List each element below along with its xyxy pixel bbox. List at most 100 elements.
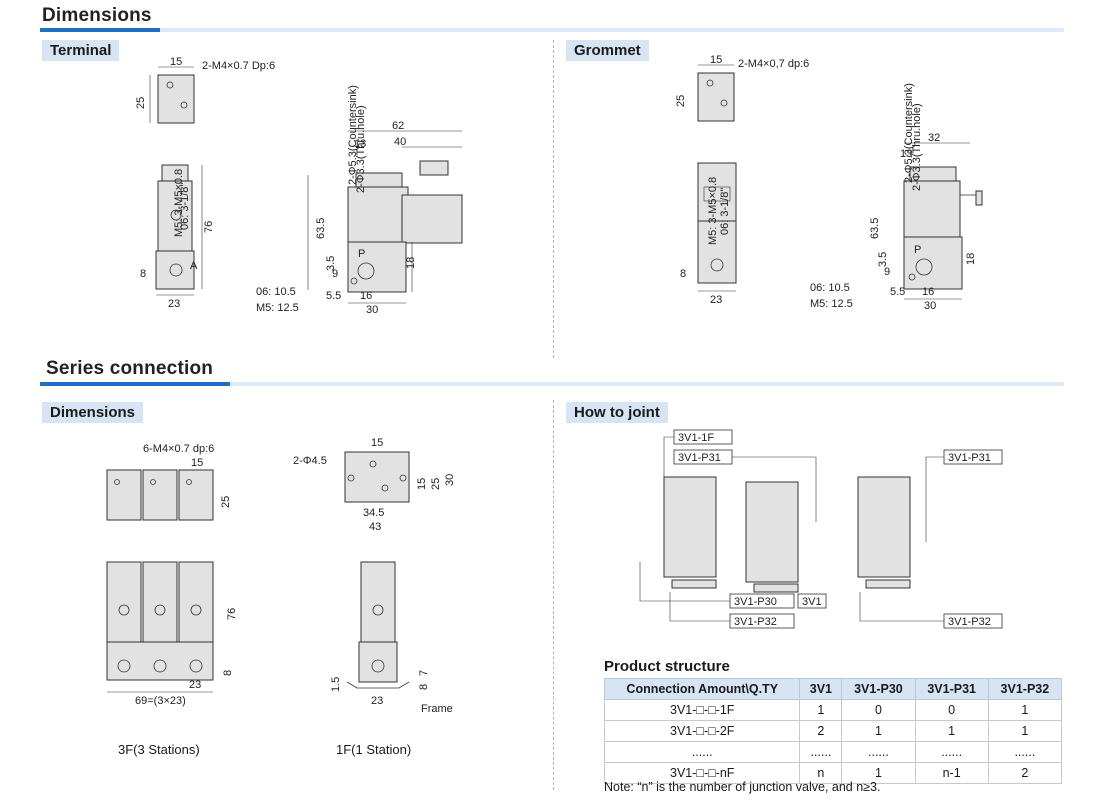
grommet-dim-23: 23 — [710, 294, 722, 306]
grommet-top-view — [697, 72, 735, 122]
caption-1f: 1F(1 Station) — [336, 742, 412, 757]
series-3f-manifold — [106, 641, 214, 681]
series-dim-23b: 23 — [371, 695, 383, 707]
joint-label-3v1-p31-a: 3V1-P31 — [678, 452, 721, 464]
product-structure-table: Connection Amount\Q.TY 3V1 3V1-P30 3V1-P… — [603, 678, 1063, 784]
terminal-thru-hole: 2-Φ3.3(Thru.hole) — [355, 105, 367, 193]
series-dim-76: 76 — [226, 608, 238, 620]
terminal-label-p: P — [358, 248, 365, 260]
grommet-m5: M5: 12.5 — [810, 298, 853, 310]
terminal-connector-cap — [419, 160, 449, 176]
terminal-side-coil — [347, 186, 409, 243]
terminal-port-m5: M5: 3-M5×0.8 — [173, 169, 185, 237]
terminal-side-body — [347, 241, 407, 293]
section-bar-series — [40, 382, 1064, 386]
grommet-dim-13: 13 — [900, 148, 912, 160]
terminal-dim-63-5: 63.5 — [315, 218, 327, 239]
grommet-dim-32: 32 — [928, 132, 940, 144]
section-title-series: Series connection — [46, 358, 214, 379]
grommet-drawing: 15 2-M4×0,7 dp:6 25 M5: 3-M5×0.8 06: 3-1… — [675, 55, 983, 312]
grommet-dim-30: 30 — [924, 300, 936, 312]
table-cell: 0 — [914, 699, 989, 721]
table-cell: 1 — [987, 699, 1063, 721]
terminal-valve-body — [155, 250, 195, 290]
table-row: 3V1-□-□-nF n 1 n-1 2 — [603, 762, 1063, 784]
terminal-dim-5-5: 5.5 — [326, 290, 341, 302]
grommet-dim-8: 8 — [680, 268, 686, 280]
table-cell: ...... — [799, 741, 843, 763]
series-dim-1-5: 1.5 — [330, 677, 342, 692]
table-header: 3V1-P31 — [914, 678, 989, 700]
caption-3f: 3F(3 Stations) — [118, 742, 200, 757]
series-dim-15: 15 — [191, 457, 203, 469]
subtitle-terminal: Terminal — [42, 40, 120, 61]
table-cell: 3V1-□-□-nF — [603, 762, 801, 784]
grommet-side-body — [903, 236, 963, 290]
table-cell: n-1 — [914, 762, 989, 784]
product-structure-title: Product structure — [604, 658, 730, 675]
terminal-dim-18: 18 — [405, 257, 417, 269]
table-cell: ...... — [841, 741, 916, 763]
series-dim-15b: 15 — [371, 437, 383, 449]
grommet-dim-3-5: 3.5 — [877, 252, 889, 267]
terminal-port-06: 06: 3-1/8" — [179, 183, 191, 230]
terminal-connector — [401, 194, 463, 244]
terminal-dim-3-5: 3.5 — [325, 256, 337, 271]
joint-label-3v1-p32-a: 3V1-P32 — [734, 616, 777, 628]
grommet-dim-18: 18 — [965, 253, 977, 265]
table-header: 3V1 — [799, 678, 843, 700]
series-dim-25b: 25 — [430, 478, 442, 490]
terminal-dim-23: 23 — [168, 298, 180, 310]
grommet-dim-9: 9 — [884, 266, 890, 278]
table-cell: 2 — [799, 720, 843, 742]
series-dim-23: 23 — [189, 679, 201, 691]
joint-illustration: 3V1-1F 3V1-P31 3V1-P31 3V1-P30 3V1 3V1-P… — [639, 429, 1003, 629]
grommet-label-p: P — [914, 244, 921, 256]
section-bar-dimensions — [40, 28, 1064, 32]
grommet-o6: 06: 10.5 — [810, 282, 850, 294]
series-1f-body — [358, 641, 398, 683]
subtitle-series-dimensions: Dimensions — [42, 402, 144, 423]
terminal-dim-40: 40 — [394, 136, 406, 148]
terminal-label-a: A — [190, 260, 198, 272]
terminal-countersink: 2-Φ5.3(Countersink) — [347, 85, 359, 185]
terminal-dim-9: 9 — [332, 268, 338, 280]
terminal-dim-76: 76 — [203, 221, 215, 233]
series-drawing: 6-M4×0.7 dp:6 15 25 2-Φ4.5 15 15 25 30 3… — [106, 437, 456, 715]
series-dim-43: 43 — [369, 521, 381, 533]
joint-label-3v1: 3V1 — [802, 596, 822, 608]
table-row: 3V1-□-□-1F 1 0 0 1 — [603, 699, 1063, 721]
joint-label-3v1-p32-b: 3V1-P32 — [948, 616, 991, 628]
terminal-dim-8: 8 — [140, 268, 146, 280]
divider-bottom — [553, 400, 554, 790]
series-1f-coil — [360, 561, 396, 643]
grommet-dim-25: 25 — [675, 95, 687, 107]
divider-top — [553, 40, 554, 358]
series-dim-30: 30 — [444, 474, 456, 486]
terminal-dim-16: 16 — [360, 290, 372, 302]
terminal-m5: M5: 12.5 — [256, 302, 299, 314]
series-frame-label: Frame — [421, 703, 453, 715]
table-cell: ...... — [914, 741, 989, 763]
terminal-top-view — [157, 74, 195, 124]
table-row: 3V1-□-□-2F 2 1 1 1 — [603, 720, 1063, 742]
subtitle-how-to-joint: How to joint — [566, 402, 668, 423]
grommet-dim-63-5: 63.5 — [869, 218, 881, 239]
grommet-port-m5: M5: 3-M5×0.8 — [707, 177, 719, 245]
grommet-dim-5-5: 5.5 — [890, 286, 905, 298]
grommet-port-06: 06: 3-1/8" — [719, 188, 731, 235]
grommet-side-coil — [903, 180, 961, 238]
table-cell: 3V1-□-□-2F — [603, 720, 801, 742]
table-cell: 1 — [987, 720, 1063, 742]
series-dim-25: 25 — [220, 496, 232, 508]
table-row: ...... ...... ...... ...... ...... — [603, 741, 1063, 763]
grommet-dim-16: 16 — [922, 286, 934, 298]
table-cell: 1 — [799, 699, 843, 721]
terminal-dim-62: 62 — [392, 120, 404, 132]
series-dim-8: 8 — [222, 670, 234, 676]
table-cell: 1 — [914, 720, 989, 742]
grommet-dim-15: 15 — [710, 55, 722, 66]
table-header: Connection Amount\Q.TY — [603, 678, 801, 700]
grommet-thru-hole: 2-Φ3.3(Thru.hole) — [911, 103, 923, 191]
series-1f-top — [344, 451, 410, 503]
